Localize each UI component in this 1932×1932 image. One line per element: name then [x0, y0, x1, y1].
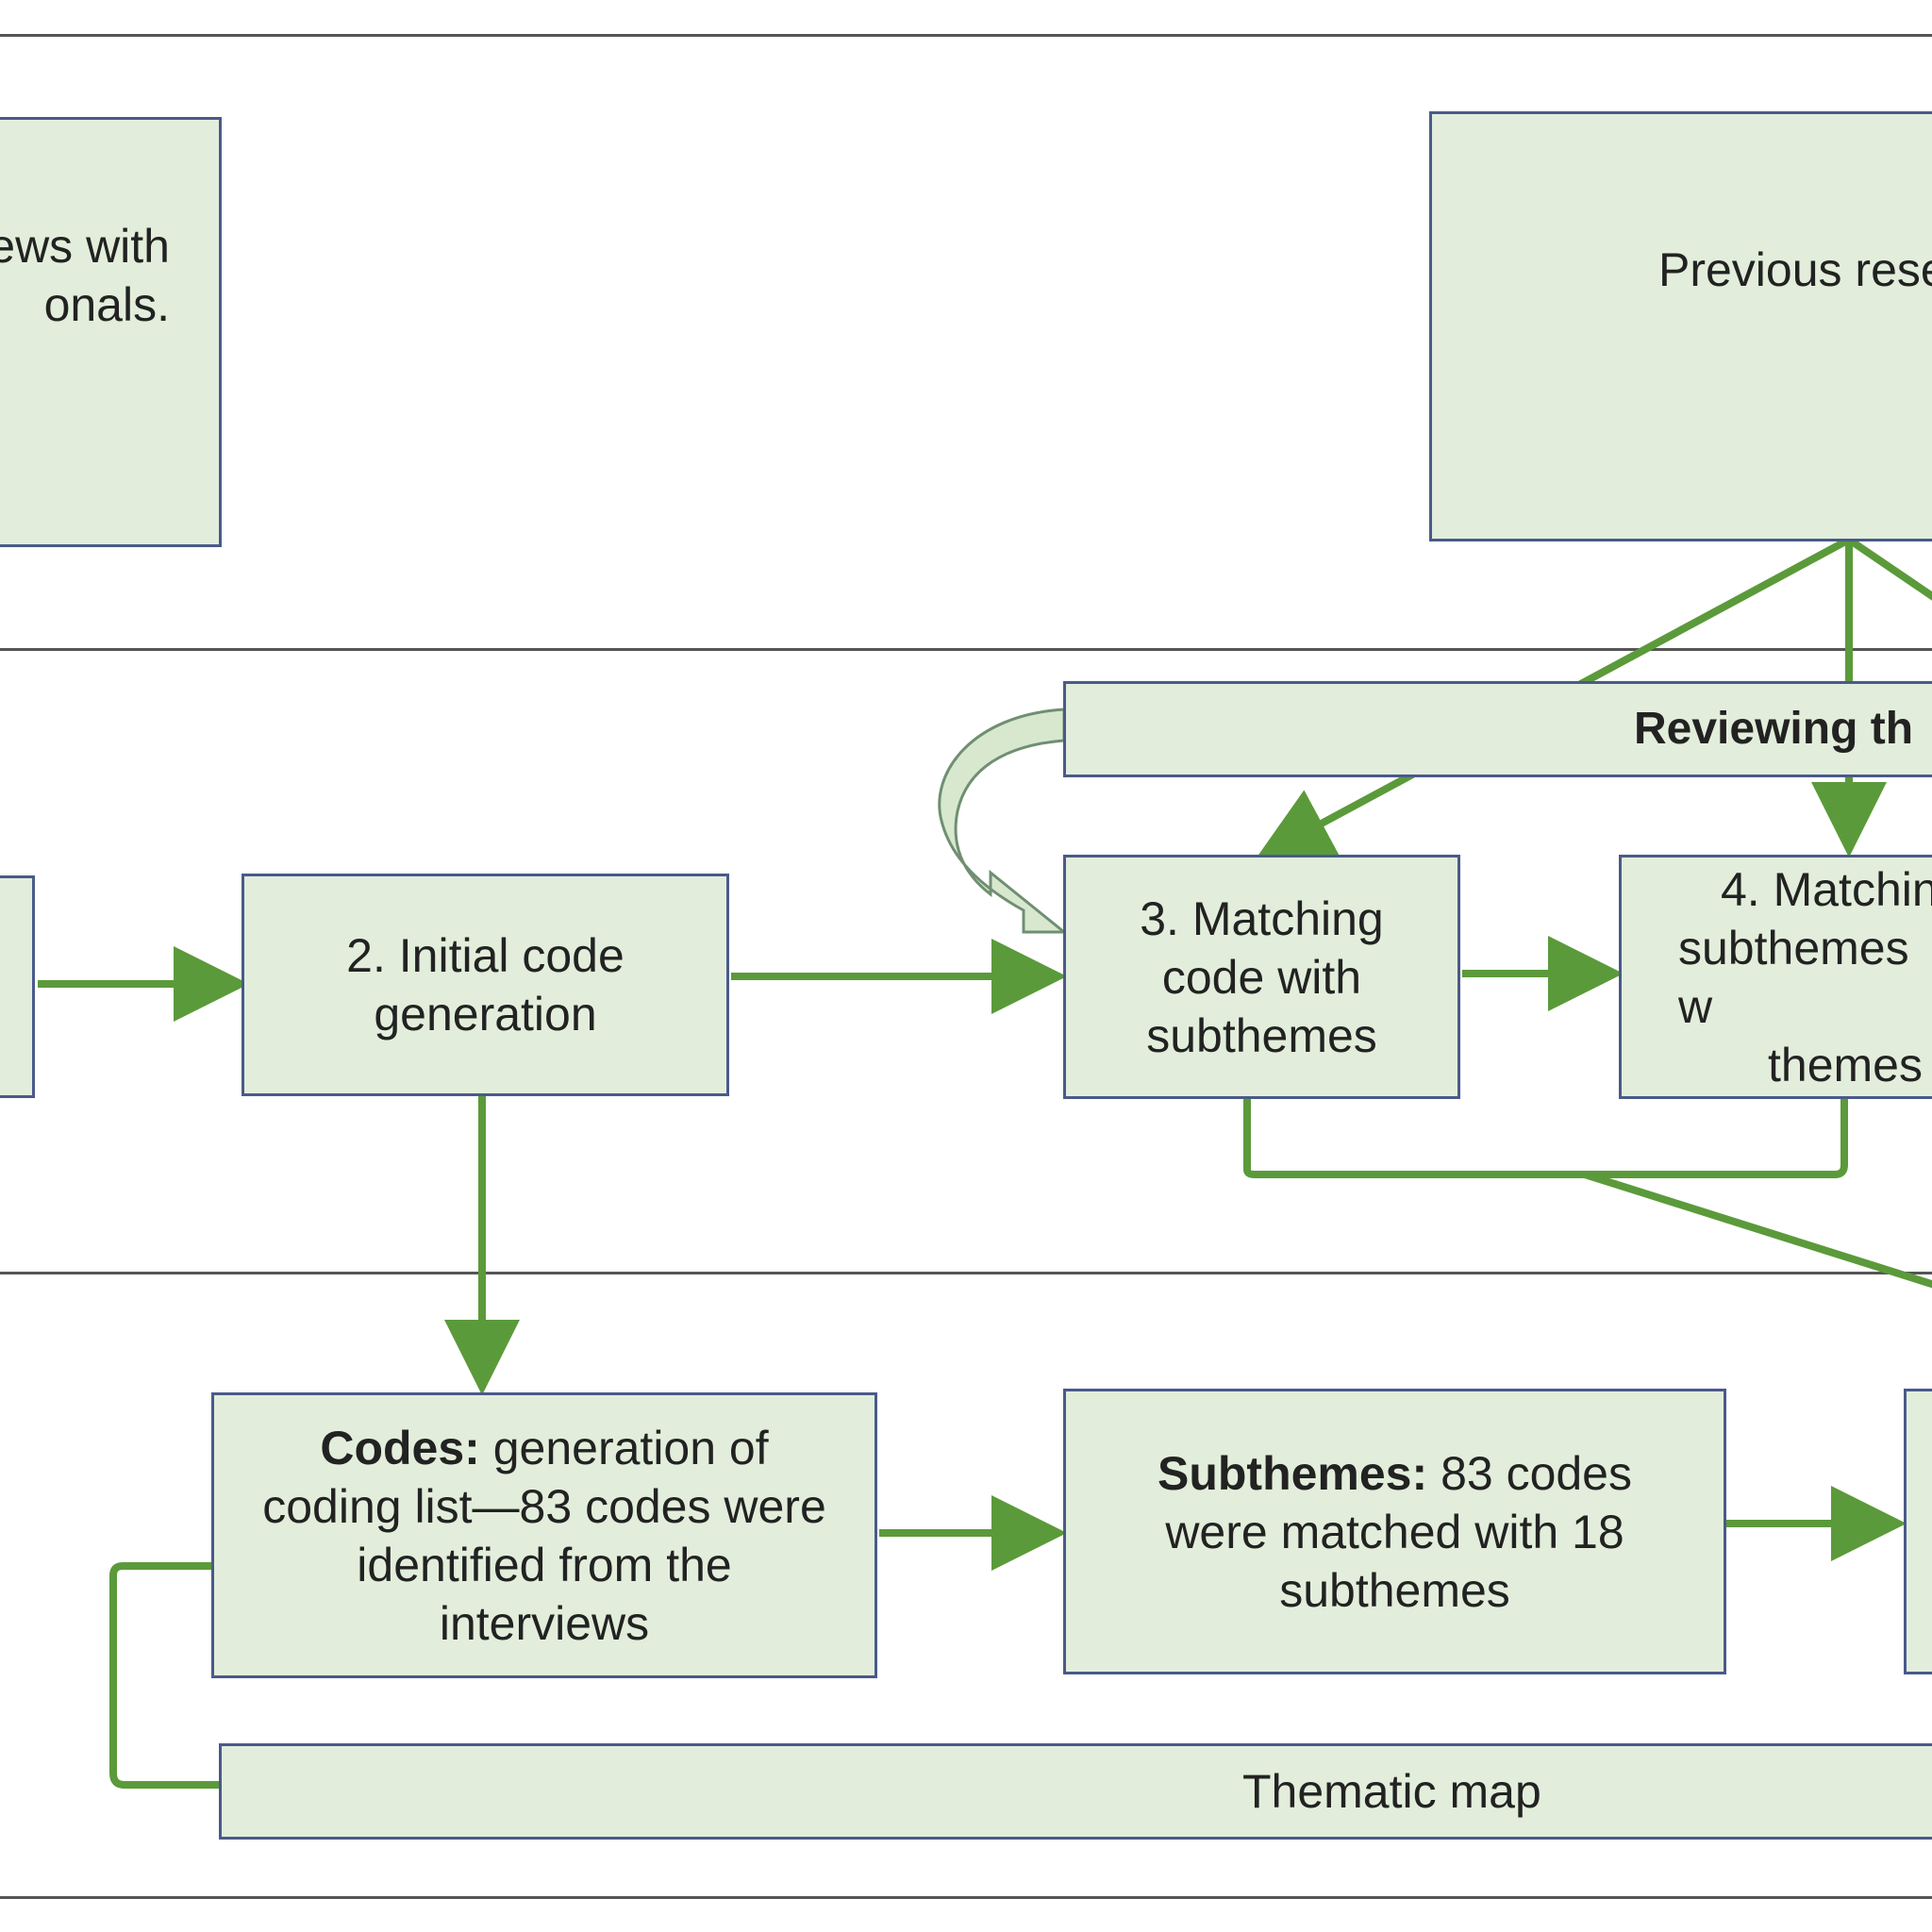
step4-box: 4. Matchin subthemes w themes — [1619, 855, 1932, 1099]
line-bracket-to-right — [1583, 1171, 1932, 1289]
subthemes-label: Subthemes: — [1157, 1446, 1428, 1500]
line-research-to-right — [1846, 536, 1932, 601]
step3-line3: subthemes — [1146, 1008, 1377, 1062]
bracket-step3-step4 — [1243, 1096, 1848, 1178]
subthemes-box: Subthemes: 83 codes were matched with 18… — [1063, 1389, 1726, 1674]
reviewing-text: Reviewing th — [1634, 704, 1914, 754]
step2-line2: generation — [374, 988, 597, 1041]
interviews-box: ews with onals. — [0, 117, 222, 547]
thematic-map-text: Thematic map — [1242, 1765, 1541, 1818]
codes-text-a: generation of — [492, 1421, 769, 1474]
step3-line1: 3. Matching — [1140, 891, 1384, 945]
curved-feedback-arrow — [938, 708, 1069, 934]
previous-research-text: Previous rese — [1658, 243, 1932, 296]
codes-box: Codes: generation of coding list—83 code… — [211, 1392, 877, 1678]
codes-label: Codes: — [320, 1421, 480, 1474]
step4-line1: 4. Matchin — [1721, 862, 1932, 916]
step3-box: 3. Matching code with subthemes — [1063, 855, 1460, 1099]
step3-line2: code with — [1161, 950, 1362, 1004]
lane-bottom — [0, 1272, 1932, 1899]
interviews-line2: onals. — [43, 278, 170, 331]
thematic-map-box: Thematic map — [219, 1743, 1932, 1840]
subthemes-text-a: 83 codes — [1441, 1446, 1632, 1500]
codes-text-d: interviews — [439, 1596, 650, 1650]
codes-text-c: identified from the — [357, 1538, 732, 1591]
subthemes-text-b: were matched with 18 — [1165, 1505, 1624, 1558]
step4-line3: themes — [1768, 1038, 1923, 1091]
codes-text-b: coding list—83 codes were — [262, 1479, 826, 1533]
bracket-codes-thematic-map — [109, 1562, 219, 1789]
reviewing-box: Reviewing th — [1063, 681, 1932, 777]
themes-box-partial — [1904, 1389, 1932, 1674]
subthemes-text-c: subthemes — [1279, 1563, 1510, 1617]
step2-line1: 2. Initial code — [346, 929, 625, 982]
step4-line2: subthemes w — [1678, 921, 1909, 1033]
previous-research-box: Previous rese — [1429, 111, 1932, 541]
interviews-line1: ews with — [0, 220, 170, 273]
step1-box-partial — [0, 875, 35, 1098]
step2-box: 2. Initial code generation — [242, 874, 729, 1096]
